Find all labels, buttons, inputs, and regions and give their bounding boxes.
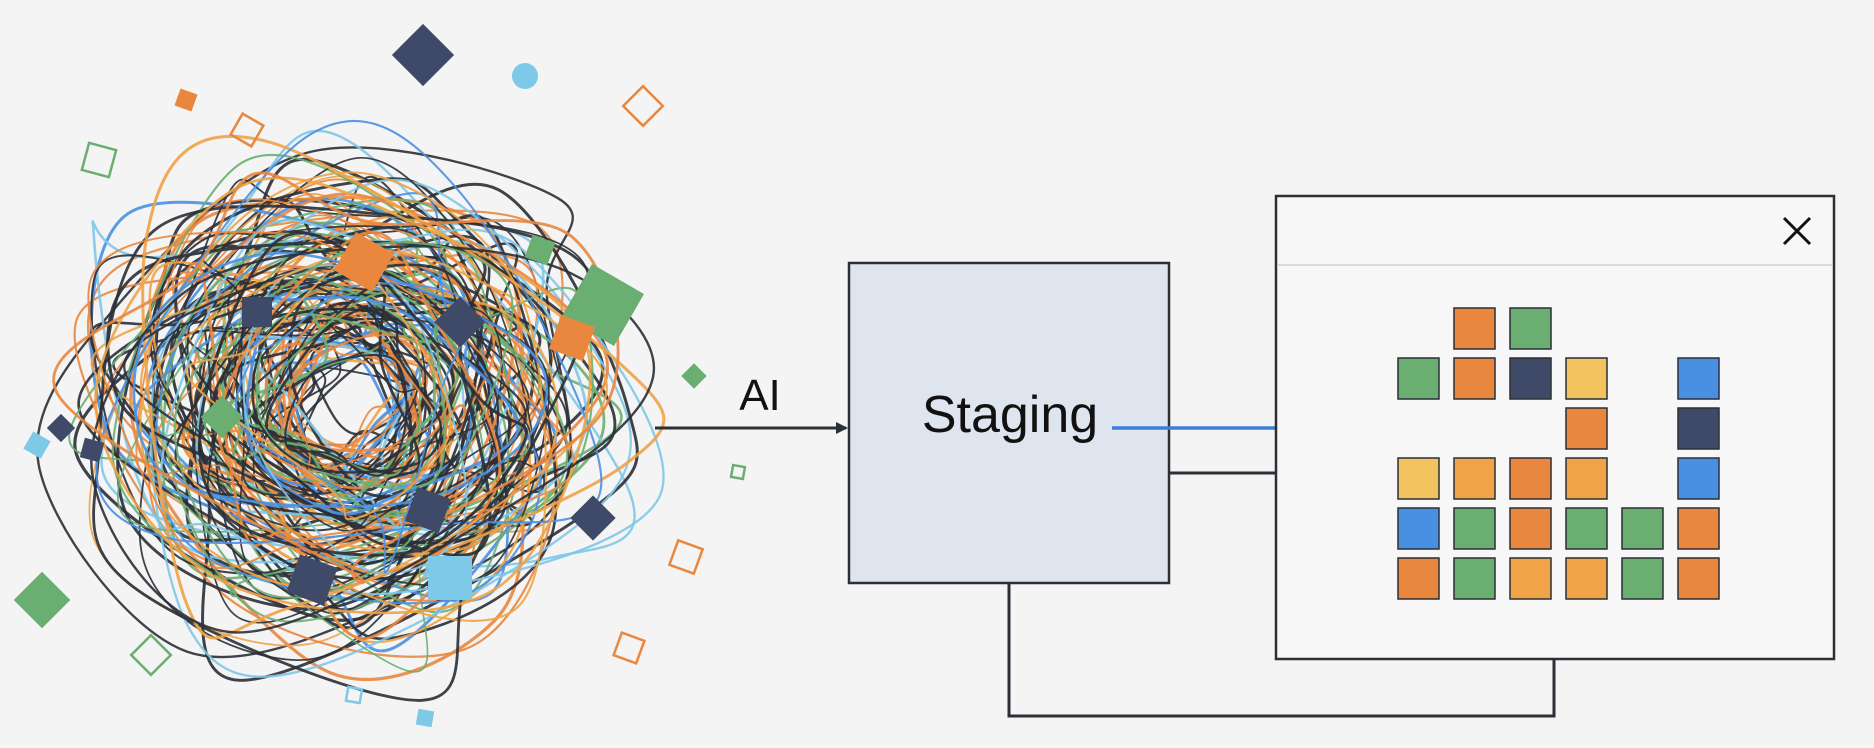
tangle-strand bbox=[90, 245, 656, 634]
scattered-shape bbox=[524, 234, 556, 266]
scattered-shape bbox=[242, 297, 272, 327]
grid-block bbox=[1565, 407, 1608, 450]
grid-block bbox=[1509, 357, 1552, 400]
grid-block bbox=[1509, 557, 1552, 600]
tangle-strand bbox=[235, 282, 473, 574]
grid-block bbox=[1397, 457, 1440, 500]
grid-block bbox=[1453, 507, 1496, 550]
tangled-lines-icon bbox=[36, 120, 666, 702]
tangle-strand bbox=[227, 280, 499, 527]
scattered-shape bbox=[428, 556, 472, 600]
grid-block bbox=[1565, 457, 1608, 500]
grid-block bbox=[1565, 357, 1608, 400]
scattered-shape bbox=[512, 63, 538, 89]
grid-block bbox=[1397, 507, 1440, 550]
output-window bbox=[1274, 194, 1836, 661]
grid-block bbox=[1453, 457, 1496, 500]
grid-block bbox=[1621, 557, 1664, 600]
window-frame bbox=[1274, 194, 1836, 661]
tangle-strand bbox=[232, 291, 462, 477]
grid-block bbox=[1621, 507, 1664, 550]
grid-block bbox=[1397, 557, 1440, 600]
block-grid bbox=[1397, 307, 1720, 600]
grid-block bbox=[1677, 457, 1720, 500]
scattered-shape bbox=[200, 395, 244, 439]
tangle-strand bbox=[161, 221, 623, 580]
staging-label: Staging bbox=[922, 386, 1098, 444]
grid-block bbox=[1677, 507, 1720, 550]
scattered-shape bbox=[13, 571, 71, 629]
scattered-shape bbox=[415, 708, 435, 728]
scattered-shape bbox=[79, 437, 105, 463]
tangle-strand bbox=[92, 204, 596, 702]
tangle-strand bbox=[251, 307, 443, 474]
tangle-strand bbox=[139, 249, 608, 590]
scattered-shape bbox=[548, 314, 596, 362]
tangle-strand bbox=[194, 308, 502, 601]
ai-label: AI bbox=[739, 371, 781, 420]
grid-block bbox=[1453, 557, 1496, 600]
tangle-strand bbox=[265, 283, 421, 476]
grid-block bbox=[1397, 357, 1440, 400]
tangle-strand bbox=[198, 231, 528, 557]
scattered-shape bbox=[129, 633, 173, 677]
feedback-connector bbox=[1007, 583, 1556, 718]
staging-box bbox=[847, 261, 1171, 585]
tangle-strand bbox=[138, 178, 590, 661]
tangle-strand bbox=[245, 293, 520, 516]
scattered-shape bbox=[46, 413, 76, 443]
grid-block bbox=[1509, 457, 1552, 500]
grid-block bbox=[1565, 507, 1608, 550]
grid-block bbox=[1509, 507, 1552, 550]
grid-block bbox=[1509, 307, 1552, 350]
scattered-shape bbox=[729, 463, 747, 481]
scattered-shapes bbox=[13, 23, 747, 728]
scattered-shape bbox=[333, 231, 395, 293]
grid-block bbox=[1453, 307, 1496, 350]
scattered-shape bbox=[667, 538, 705, 576]
scattered-shape bbox=[344, 685, 364, 705]
scattered-shape bbox=[286, 554, 338, 606]
scattered-shape bbox=[174, 88, 198, 112]
grid-block bbox=[1453, 357, 1496, 400]
tangle-strand bbox=[252, 339, 414, 474]
grid-block bbox=[1677, 357, 1720, 400]
tangle-strand bbox=[185, 192, 610, 640]
scattered-shape bbox=[80, 141, 118, 179]
grid-block bbox=[1677, 557, 1720, 600]
scattered-shape bbox=[391, 23, 455, 87]
grid-block bbox=[1565, 557, 1608, 600]
close-icon[interactable] bbox=[1776, 212, 1816, 252]
scattered-shape bbox=[570, 495, 616, 541]
scattered-shape bbox=[23, 431, 51, 459]
scattered-shape bbox=[612, 631, 646, 665]
scattered-shape bbox=[228, 111, 266, 149]
scattered-shape bbox=[621, 84, 665, 128]
scattered-shape bbox=[404, 486, 452, 534]
grid-block bbox=[1677, 407, 1720, 450]
tangle-strand bbox=[111, 153, 594, 598]
scattered-shape bbox=[681, 363, 707, 389]
tangle-strand bbox=[284, 353, 408, 477]
tangle-strand bbox=[264, 334, 421, 517]
